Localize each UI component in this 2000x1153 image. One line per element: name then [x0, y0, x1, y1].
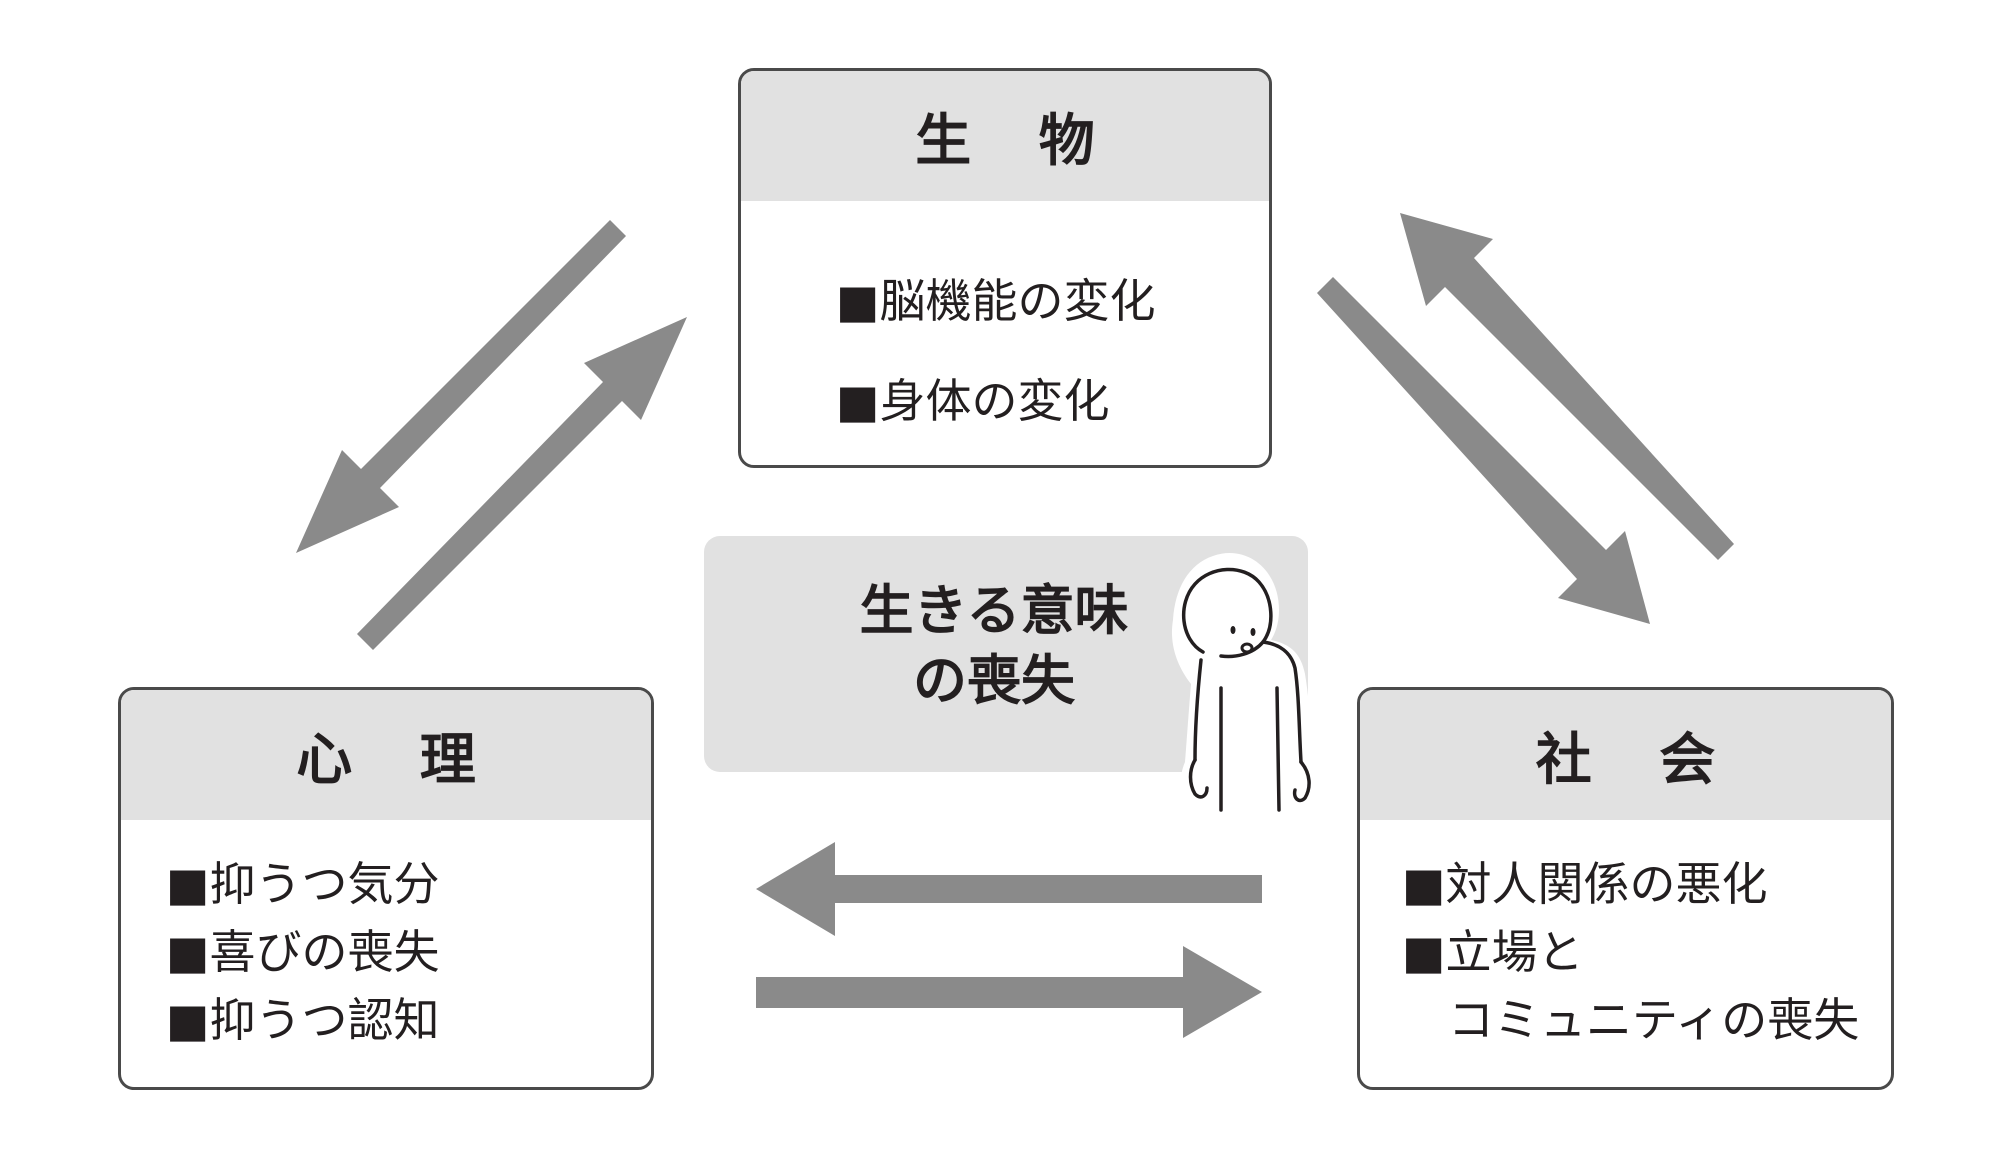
biological-items: ■脳機能の変化 ■身体の変化 — [836, 251, 1155, 451]
psychological-items: ■抑うつ気分 ■喜びの喪失 ■抑うつ認知 — [166, 850, 439, 1054]
arrow-soc-to-bio — [1400, 213, 1734, 560]
psychological-item-cognition: ■抑うつ認知 — [166, 993, 440, 1047]
arrow-psy-to-bio — [357, 317, 687, 650]
social-item-position: ■立場と — [1402, 925, 1584, 979]
psychological-title: 心 理 — [121, 690, 651, 820]
arrow-soc-to-psy — [756, 842, 1262, 936]
biological-box: 生 物 ■脳機能の変化 ■身体の変化 — [738, 68, 1272, 468]
biological-title: 生 物 — [741, 71, 1269, 201]
arrow-bio-to-soc — [1317, 277, 1650, 624]
psychological-item-anhedonia: ■喜びの喪失 — [166, 925, 440, 979]
social-item-community: コミュニティの喪失 — [1448, 993, 1860, 1047]
center-label-line2: の喪失 — [913, 649, 1075, 712]
social-item-relationships: ■対人関係の悪化 — [1402, 857, 1768, 911]
social-box: 社 会 ■対人関係の悪化 ■立場と コミュニティの喪失 — [1357, 687, 1894, 1090]
arrow-bio-to-psy — [296, 220, 626, 553]
drooping-person-icon — [1171, 553, 1321, 812]
social-title: 社 会 — [1360, 690, 1891, 820]
center-panel: 生きる意味 の喪失 — [704, 536, 1308, 772]
psychological-box: 心 理 ■抑うつ気分 ■喜びの喪失 ■抑うつ認知 — [118, 687, 654, 1090]
social-items: ■対人関係の悪化 ■立場と コミュニティの喪失 — [1402, 850, 1859, 1054]
center-label-line1: 生きる意味 — [859, 579, 1129, 642]
arrow-psy-to-soc — [756, 946, 1262, 1038]
biological-item-body: ■身体の変化 — [836, 374, 1110, 428]
center-label: 生きる意味 の喪失 — [849, 576, 1139, 716]
biological-item-brain: ■脳機能の変化 — [836, 274, 1156, 328]
psychological-item-mood: ■抑うつ気分 — [166, 857, 440, 911]
